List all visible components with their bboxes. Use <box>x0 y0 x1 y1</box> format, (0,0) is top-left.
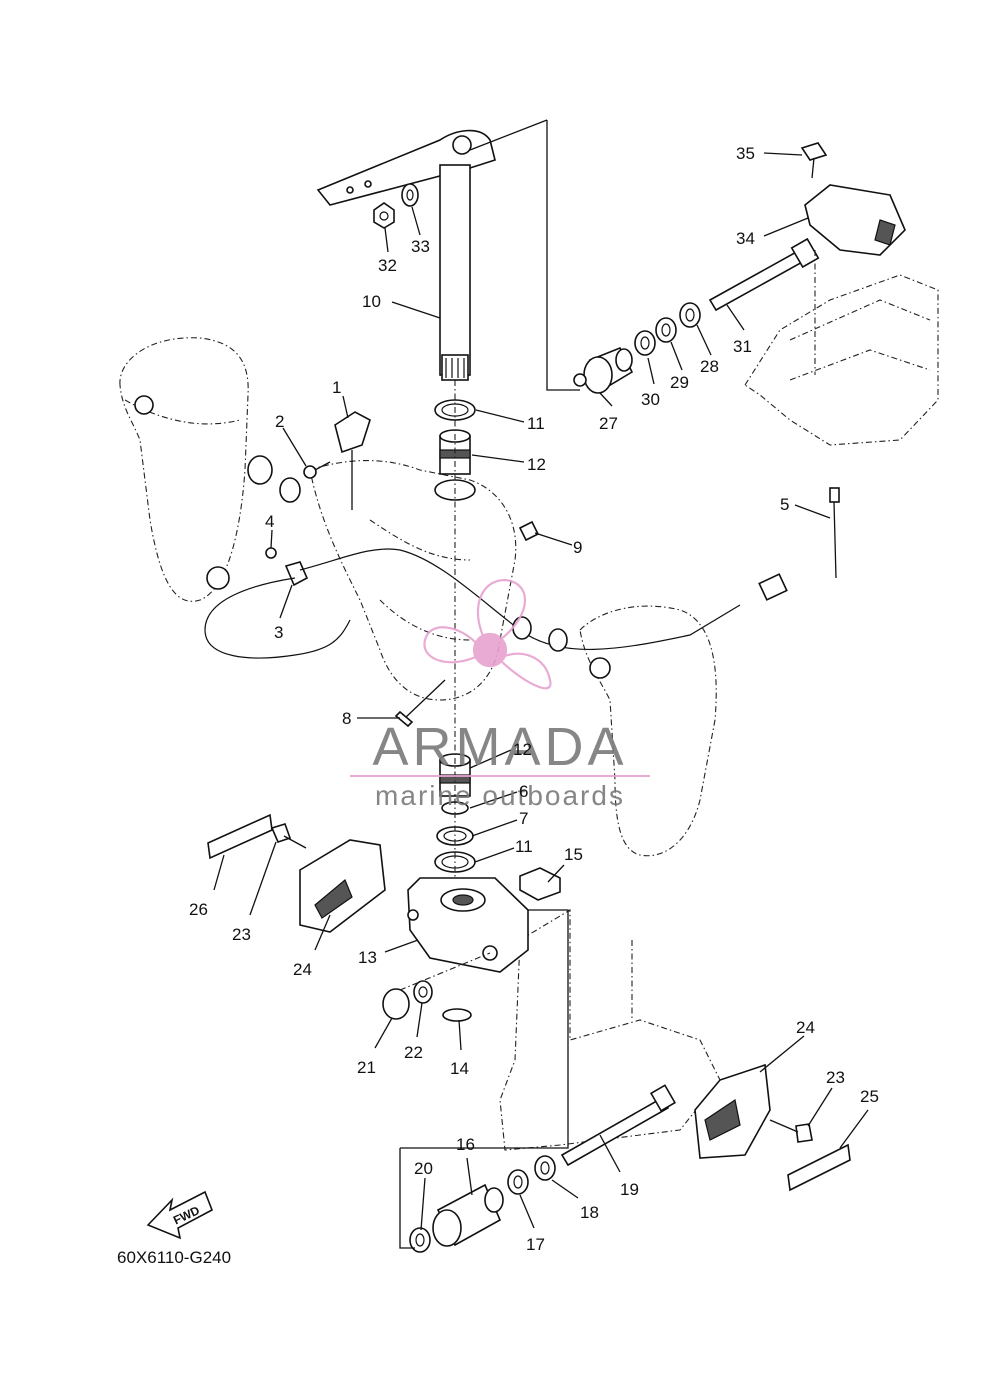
callout-24-left: 24 <box>293 960 312 979</box>
screw-2 <box>303 461 331 479</box>
callout-14: 14 <box>450 1059 469 1078</box>
cover-24-right <box>694 1063 771 1159</box>
callout-3: 3 <box>274 623 283 642</box>
brand-tagline: marine outboards <box>375 780 625 811</box>
washer-17 <box>507 1169 529 1195</box>
washer-20 <box>409 1227 431 1253</box>
bushing-side <box>247 455 568 652</box>
fwd-arrow-icon: FWD <box>146 1190 214 1240</box>
lead-wire <box>204 577 351 659</box>
callout-6: 6 <box>519 782 528 801</box>
washer-30 <box>634 330 656 356</box>
diagram-code: 60X6110-G240 <box>117 1248 231 1267</box>
nut-32 <box>373 202 395 229</box>
bolt-31 <box>708 237 820 312</box>
callout-12-lower: 12 <box>513 740 532 759</box>
housing-13 <box>407 877 529 973</box>
connector <box>758 573 788 601</box>
cover-24-left <box>299 839 386 933</box>
callout-9: 9 <box>573 538 582 557</box>
callout-11-lower: 11 <box>515 837 533 856</box>
leader-lines <box>213 152 869 1231</box>
washer-33 <box>401 183 419 207</box>
clamp-bracket <box>579 605 717 857</box>
callout-27: 27 <box>599 414 618 433</box>
callout-5: 5 <box>780 495 789 514</box>
washer-22 <box>413 980 433 1004</box>
callout-12-upper: 12 <box>527 455 546 474</box>
callouts: 35 34 31 28 29 30 27 33 32 10 1 2 11 12 … <box>189 144 879 1254</box>
callout-17: 17 <box>526 1235 545 1254</box>
callout-1: 1 <box>332 378 341 397</box>
callout-25: 25 <box>860 1087 879 1106</box>
callout-16: 16 <box>456 1135 475 1154</box>
bolt-23-left <box>270 823 307 849</box>
bolt-19 <box>560 1084 677 1167</box>
callout-22: 22 <box>404 1043 423 1062</box>
propeller-logo-icon <box>423 578 552 690</box>
mount-16 <box>432 1183 504 1247</box>
clip-14 <box>442 1008 472 1022</box>
callout-18: 18 <box>580 1203 599 1222</box>
callout-21: 21 <box>357 1058 376 1077</box>
callout-13: 13 <box>358 948 377 967</box>
steering-arm <box>316 129 496 381</box>
bolt-35 <box>800 142 828 179</box>
cover-34 <box>804 184 906 256</box>
screw-8 <box>394 679 446 728</box>
upper-mount-27 <box>573 346 634 394</box>
screw-4 <box>265 547 277 559</box>
callout-2: 2 <box>275 412 284 431</box>
callout-20: 20 <box>414 1159 433 1178</box>
callout-31: 31 <box>733 337 752 356</box>
lower-case <box>499 909 721 1151</box>
label-25 <box>787 1143 851 1192</box>
brand-name: ARMADA <box>372 717 627 777</box>
bolt-23-right <box>769 1119 813 1143</box>
swivel-bracket <box>119 337 517 701</box>
callout-11-upper: 11 <box>527 414 545 433</box>
washer-18 <box>534 1155 556 1181</box>
watermark: ARMADA marine outboards <box>350 578 650 811</box>
callout-29: 29 <box>670 373 689 392</box>
holder-9 <box>518 520 540 542</box>
callout-15: 15 <box>564 845 583 864</box>
wire-harness <box>299 548 741 650</box>
callout-10: 10 <box>362 292 381 311</box>
callout-19: 19 <box>620 1180 639 1199</box>
label-26 <box>207 813 273 860</box>
engine-base <box>744 274 939 446</box>
bracket-15 <box>519 867 561 901</box>
clip-3 <box>284 561 309 587</box>
callout-23-right: 23 <box>826 1068 845 1087</box>
clamp-1 <box>334 411 371 510</box>
washer-29 <box>655 317 677 343</box>
callout-26: 26 <box>189 900 208 919</box>
callout-24-right: 24 <box>796 1018 815 1037</box>
callout-23-left: 23 <box>232 925 251 944</box>
callout-28: 28 <box>700 357 719 376</box>
callout-35: 35 <box>736 144 755 163</box>
nut-21 <box>382 988 410 1020</box>
callout-32: 32 <box>378 256 397 275</box>
callout-4: 4 <box>265 512 274 531</box>
callout-7: 7 <box>519 809 528 828</box>
callout-34: 34 <box>736 229 755 248</box>
washer-28 <box>679 302 701 328</box>
cable-tie-5 <box>829 487 840 579</box>
callout-30: 30 <box>641 390 660 409</box>
callout-8: 8 <box>342 709 351 728</box>
callout-33: 33 <box>411 237 430 256</box>
